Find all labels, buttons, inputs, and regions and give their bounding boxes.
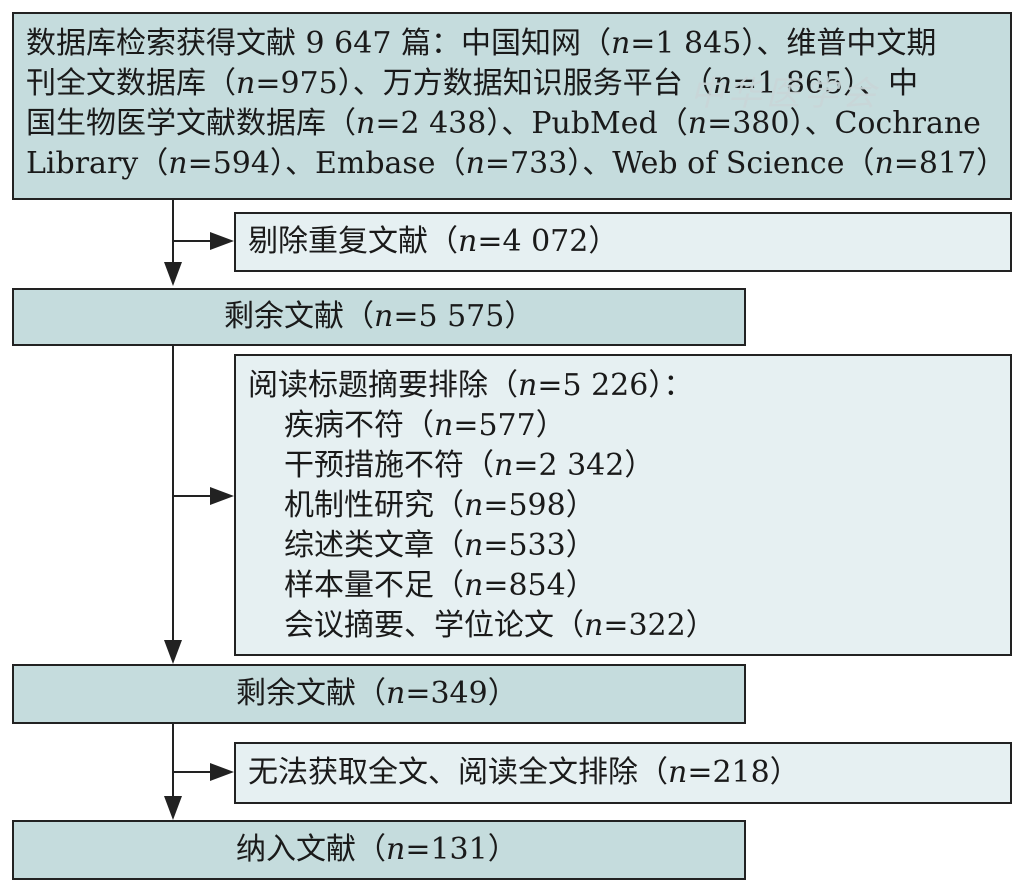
- branch-line-2: [172, 495, 212, 497]
- arrow-right-1: [210, 232, 234, 250]
- watermark-logo: 中华医学会: [690, 74, 880, 114]
- search-sources-line-1: 数据库检索获得文献 9 647 篇：中国知网（n=1 845）、维普中文期: [26, 26, 937, 61]
- exclusion-item: 样本量不足（n=854）: [284, 568, 596, 603]
- flow-line-3: [172, 724, 174, 798]
- arrow-down-1: [164, 262, 182, 286]
- arrow-right-2: [210, 487, 234, 505]
- flow-line-2: [172, 346, 174, 642]
- screening-exclusion-box: 阅读标题摘要排除（n=5 226）： 疾病不符（n=577） 干预措施不符（n=…: [234, 354, 1012, 656]
- screening-title: 阅读标题摘要排除（n=5 226）：: [248, 368, 694, 403]
- remaining-box-2: 剩余文献（n=349）: [12, 664, 746, 724]
- included-box: 纳入文献（n=131）: [12, 820, 746, 880]
- exclusion-item: 疾病不符（n=577）: [284, 408, 566, 443]
- exclusion-item: 干预措施不符（n=2 342）: [284, 448, 655, 483]
- search-sources-line-3: 国生物医学文献数据库（n=2 438）、PubMed（n=380）、Cochra…: [26, 106, 981, 141]
- flow-line-1: [172, 200, 174, 264]
- dedup-text: 剔除重复文献（n=4 072）: [248, 224, 619, 259]
- arrow-down-2: [164, 640, 182, 664]
- fulltext-exclusion-box: 无法获取全文、阅读全文排除（n=218）: [234, 742, 1012, 804]
- remaining-text-1: 剩余文献（n=5 575）: [224, 299, 535, 334]
- search-sources-line-4: Library（n=594）、Embase（n=733）、Web of Scie…: [26, 146, 1007, 181]
- search-sources-box: 数据库检索获得文献 9 647 篇：中国知网（n=1 845）、维普中文期 刊全…: [12, 12, 1012, 200]
- arrow-right-3: [210, 763, 234, 781]
- dedup-box: 剔除重复文献（n=4 072）: [234, 212, 1012, 272]
- branch-line-1: [172, 240, 212, 242]
- branch-line-3: [172, 771, 212, 773]
- remaining-text-2: 剩余文献（n=349）: [236, 676, 518, 711]
- search-sources-line-2: 刊全文数据库（n=975）、万方数据知识服务平台（n=1 865）、中: [26, 66, 919, 101]
- exclusion-item: 综述类文章（n=533）: [284, 528, 596, 563]
- included-text: 纳入文献（n=131）: [236, 832, 518, 867]
- arrow-down-3: [164, 796, 182, 820]
- fulltext-exclusion-text: 无法获取全文、阅读全文排除（n=218）: [248, 755, 800, 790]
- exclusion-item: 机制性研究（n=598）: [284, 488, 596, 523]
- exclusion-item: 会议摘要、学位论文（n=322）: [284, 608, 716, 643]
- remaining-box-1: 剩余文献（n=5 575）: [12, 288, 746, 346]
